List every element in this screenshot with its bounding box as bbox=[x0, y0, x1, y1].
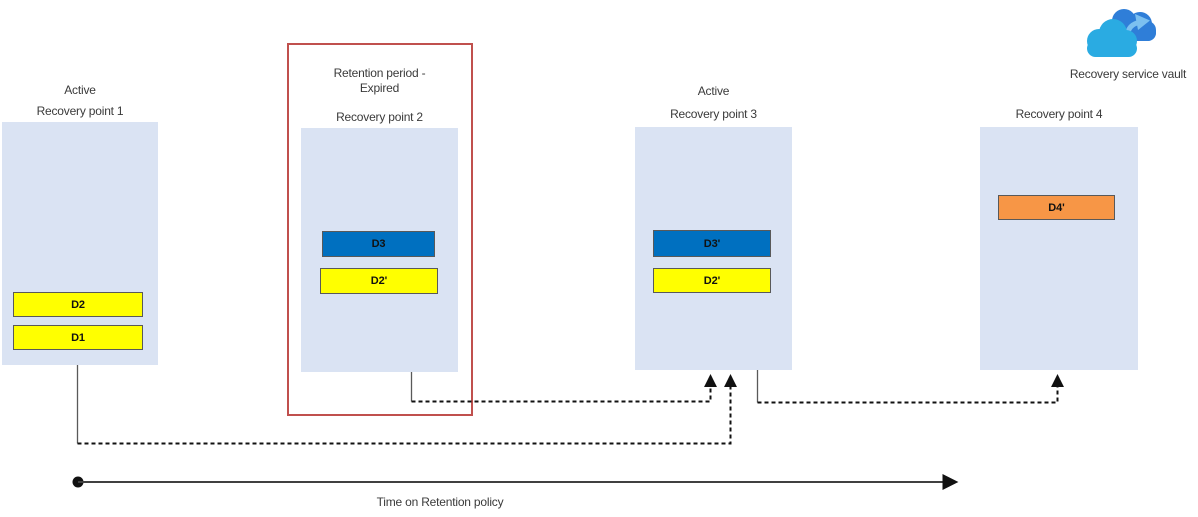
chip-d2-prime-rp2: D2' bbox=[320, 268, 438, 294]
recovery-point-2-title: Recovery point 2 bbox=[336, 110, 423, 124]
recovery-vault-cloud-icon bbox=[1087, 9, 1156, 57]
timeline-label: Time on Retention policy bbox=[376, 495, 504, 509]
chip-d4-prime: D4' bbox=[998, 195, 1115, 220]
connector-rp3-to-rp4 bbox=[757, 374, 1064, 404]
vault-label: Recovery service vault bbox=[1069, 67, 1187, 81]
recovery-point-4-panel bbox=[980, 127, 1138, 370]
chip-d2-prime-rp3: D2' bbox=[653, 268, 771, 293]
recovery-point-1-title: Recovery point 1 bbox=[36, 104, 124, 118]
recovery-point-1-status-label: Active bbox=[64, 83, 96, 97]
chip-d1: D1 bbox=[13, 325, 143, 350]
vault-back-cloud bbox=[1112, 9, 1156, 41]
timeline-start-dot bbox=[72, 476, 84, 488]
chip-d3: D3 bbox=[322, 231, 435, 257]
vault-restore-arrow-icon bbox=[1124, 14, 1150, 42]
recovery-point-2-status-label: Retention period - Expired bbox=[333, 66, 426, 95]
chip-d2: D2 bbox=[13, 292, 143, 317]
chip-d3-prime: D3' bbox=[653, 230, 771, 257]
recovery-point-3-status-label: Active bbox=[697, 84, 730, 98]
recovery-point-1-panel bbox=[2, 122, 158, 365]
recovery-point-3-title: Recovery point 3 bbox=[670, 107, 757, 121]
vault-front-cloud bbox=[1087, 19, 1137, 57]
recovery-point-4-title: Recovery point 4 bbox=[1015, 107, 1103, 121]
